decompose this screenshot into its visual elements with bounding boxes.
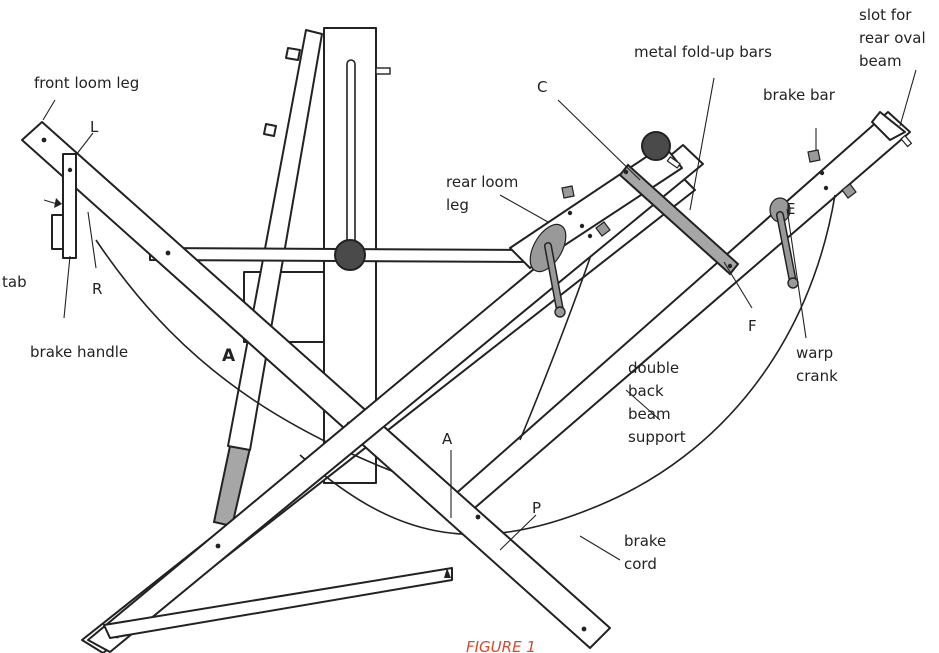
label-P: P (532, 499, 541, 517)
brake-handle[interactable] (43, 153, 77, 259)
label-slot-3: beam (859, 52, 902, 70)
label-slot-1: slot for (859, 6, 912, 24)
figure-caption: FIGURE 1 (466, 638, 536, 653)
label-warp-crank-1: warp (796, 344, 833, 362)
label-rear-loom-leg-1: rear loom (446, 173, 518, 191)
metal-fold-up-bar (618, 163, 740, 276)
label-warp-crank-2: crank (796, 367, 838, 385)
leader-lines (42, 69, 917, 561)
rear-oval-knob[interactable] (641, 131, 671, 161)
label-brake-cord-1: brake (624, 532, 666, 550)
label-A: A (442, 430, 453, 448)
label-dbbs-4: support (628, 428, 686, 446)
warp-crank-left[interactable] (544, 242, 566, 318)
label-brake-handle: brake handle (30, 343, 128, 361)
warp-crank-right[interactable] (776, 211, 799, 289)
center-knob[interactable] (334, 239, 366, 271)
label-dbbs-2: back (628, 382, 664, 400)
label-E: E (786, 200, 795, 218)
label-dbbs-1: double (628, 359, 679, 377)
label-C: C (537, 78, 547, 96)
label-front-loom-leg: front loom leg (34, 74, 139, 92)
label-metal-fold-up-bars: metal fold-up bars (634, 43, 772, 61)
label-rear-loom-leg-2: leg (446, 196, 469, 214)
label-R: R (92, 280, 102, 298)
label-brake-cord-2: cord (624, 555, 657, 573)
label-tab: tab (2, 273, 27, 291)
label-brake-bar: brake bar (763, 86, 836, 104)
label-slot-2: rear oval (859, 29, 926, 47)
front-loom-leg (21, 121, 611, 649)
back-beam-upper (807, 111, 913, 199)
label-F: F (748, 317, 757, 335)
label-dbbs-3: beam (628, 405, 671, 423)
bottom-stretcher (103, 567, 453, 639)
label-L: L (90, 118, 99, 136)
rear-crossing-leg (87, 144, 704, 653)
label-A-bold: A (222, 346, 236, 366)
